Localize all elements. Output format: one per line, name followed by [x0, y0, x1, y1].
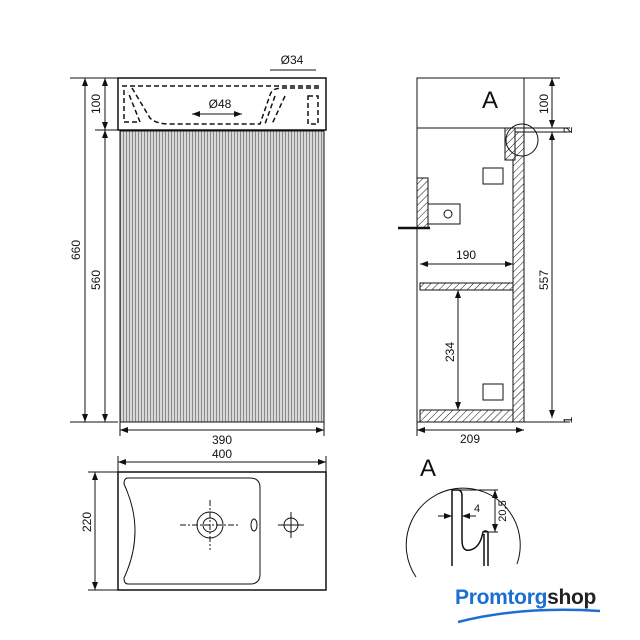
sink-outline [117, 77, 327, 131]
sink-top-outline [117, 471, 327, 591]
basin-outline [123, 477, 261, 585]
dim-tap-hole: Ø34 [281, 53, 304, 67]
detail-callout-circle [505, 123, 539, 157]
dim-shelf-height: 234 [443, 342, 457, 362]
dim-side-sink-height: 100 [537, 94, 551, 114]
dim-cabinet-width: 390 [212, 433, 232, 447]
dim-cabinet-height: 560 [89, 270, 103, 290]
dim-width: 400 [212, 447, 232, 461]
dim-gap-bottom: 1 [561, 416, 575, 423]
dim-depth: 220 [80, 512, 94, 532]
logo-part-promtorg: Promtorg [455, 586, 548, 609]
dim-sink-height: 100 [89, 94, 103, 114]
logo-swoosh [457, 608, 601, 624]
dim-hook-height: 20,5 [497, 500, 509, 521]
dim-shelf-depth: 190 [456, 248, 476, 262]
overflow-icon [250, 518, 258, 532]
shelf [419, 282, 514, 291]
cabinet-front [119, 130, 325, 423]
sink-side [416, 77, 525, 129]
cabinet-side [416, 127, 525, 423]
dim-side-cabinet-height: 557 [537, 270, 551, 290]
basin-hidden-lines [122, 85, 320, 125]
front-view: 660 100 560 390 Ø48 Ø34 [69, 53, 327, 447]
wall-bracket [416, 177, 429, 229]
logo-part-shop: shop [547, 586, 597, 609]
overflow-hidden-lines [264, 95, 319, 125]
dim-total-height: 660 [69, 240, 83, 260]
dim-thickness: 4 [474, 503, 480, 515]
dim-gap-top: 2 [561, 126, 575, 133]
side-view: A 100 2 557 1 190 234 209 [398, 77, 575, 446]
brand-logo: Promtorgshop [455, 586, 596, 610]
dim-drain-diameter: Ø48 [209, 97, 232, 111]
top-view: 400 220 [80, 447, 327, 591]
detail-a-label: A [420, 455, 436, 482]
detail-a-circle [405, 487, 521, 578]
dim-side-depth: 209 [460, 432, 480, 446]
detail-callout-label: A [482, 87, 498, 114]
detail-a: A 20,5 4 [405, 455, 521, 578]
